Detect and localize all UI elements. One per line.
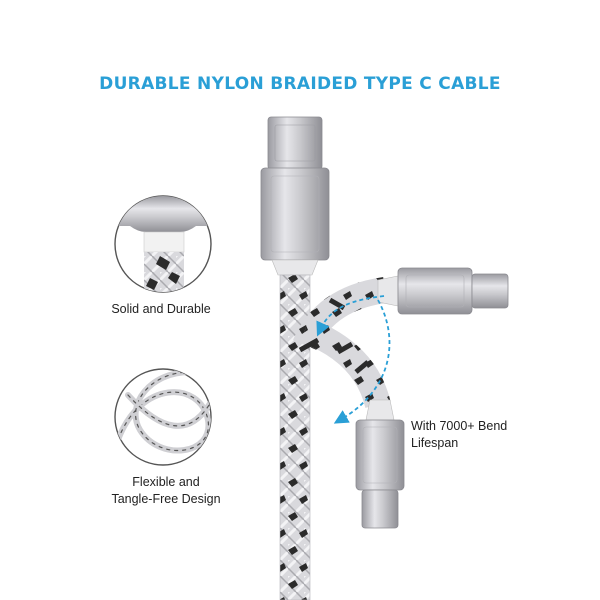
connector-vertical (355, 399, 405, 529)
main-cable (260, 116, 330, 600)
feature-label-line1: Flexible and (132, 475, 200, 489)
feature-label: Solid and Durable (111, 302, 211, 316)
detail-circle-connector (114, 195, 212, 293)
bend-arrows (316, 295, 391, 424)
connector-horizontal (377, 267, 509, 315)
bend-arrow-up (316, 295, 385, 337)
headline: DURABLE NYLON BRAIDED TYPE C CABLE (99, 74, 501, 94)
feature-label-line2: Tangle-Free Design (111, 492, 221, 506)
feature-caption-tangle-free: Flexible and Tangle-Free Design (96, 474, 236, 508)
detail-circle-tangle (114, 368, 212, 466)
bend-arrow-down (333, 299, 391, 424)
feature-label-line1: With 7000+ Bend (411, 419, 508, 433)
feature-caption-bend-lifespan: With 7000+ Bend Lifespan (411, 418, 541, 452)
feature-caption-durable: Solid and Durable (106, 301, 216, 318)
feature-label-line2: Lifespan (411, 436, 459, 450)
